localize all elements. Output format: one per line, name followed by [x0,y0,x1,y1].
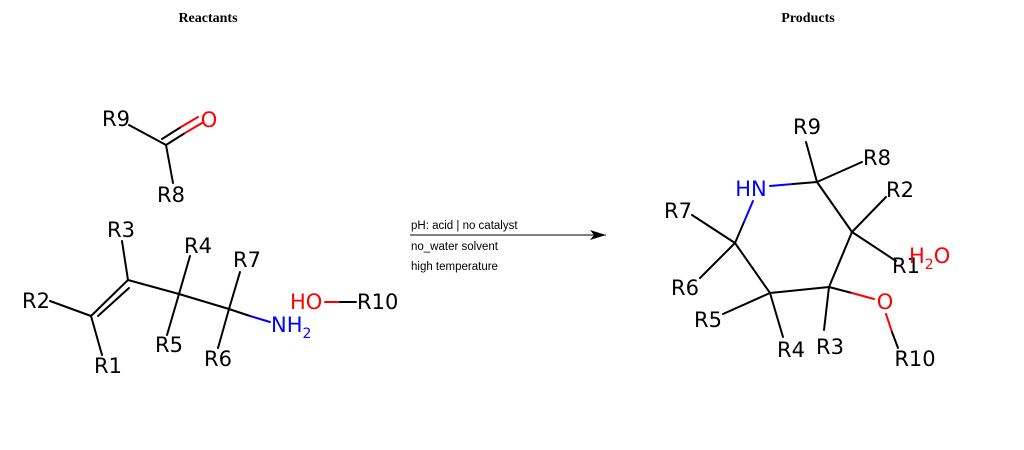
condition-ph: pH: acid | no catalyst [411,220,518,232]
product-atom-r2: R2 [886,178,914,202]
atom-r1: R1 [94,354,122,378]
product-atom-r4: R4 [777,338,805,362]
atom-amine: NH2 [271,313,311,342]
atom-r9: R9 [102,107,130,131]
product-atom-r8: R8 [863,146,891,170]
product-piperidine: R9 R8 HN R7 R2 R1 R6 R5 R4 R3 O R10 [664,115,936,371]
product-atom-r5: R5 [694,308,722,332]
product-atom-r6: R6 [671,276,699,300]
atom-r2: R2 [22,289,50,313]
atom-r8: R8 [157,183,185,207]
product-atom-nitrogen: HN [735,177,767,201]
atom-r10: R10 [357,290,398,314]
atom-r6: R6 [204,347,232,371]
condition-solvent: no_water solvent [411,241,499,253]
atom-r3: R3 [107,218,135,242]
product-atom-r1: R1 [892,254,920,278]
product-atom-oxygen: O [877,290,894,314]
product-water: H2O [909,244,950,273]
product-atom-r3: R3 [816,335,844,359]
atom-r4: R4 [184,234,212,258]
reactants-header: Reactants [178,11,238,26]
atom-hydroxyl: HO [290,290,322,314]
product-atom-r7: R7 [664,199,692,223]
product-atom-r10: R10 [894,347,935,371]
atom-oxygen: O [201,108,218,132]
products-header: Products [781,11,835,26]
product-atom-r9: R9 [793,115,821,139]
condition-temperature: high temperature [411,261,498,273]
atom-r5: R5 [155,333,183,357]
reactant-ketone: R9 O R8 [102,107,217,207]
atom-r7: R7 [233,248,261,272]
reactant-alcohol: HO R10 [290,290,398,314]
reactant-amine: R2 R1 R3 R4 R5 R7 R6 NH2 [22,218,311,378]
